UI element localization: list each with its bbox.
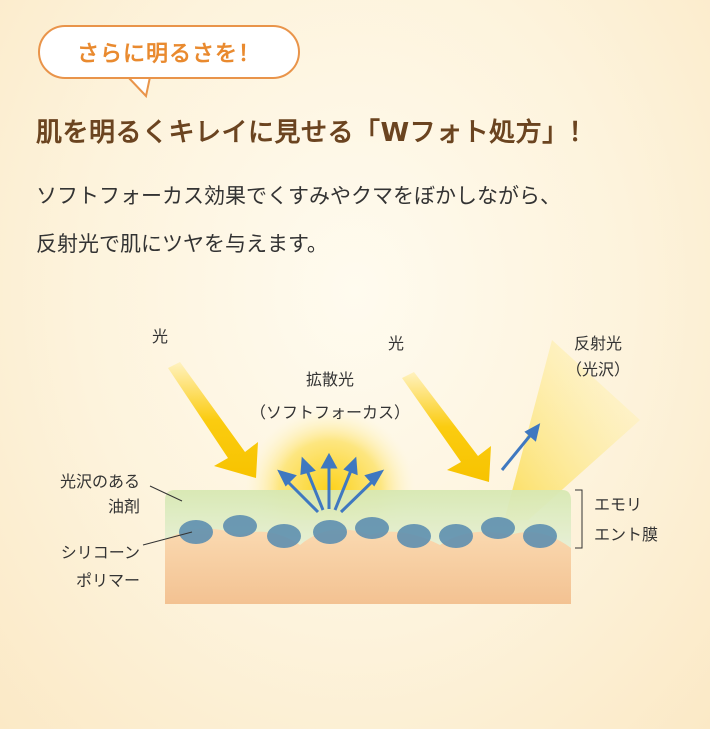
label-soft-focus: （ソフトフォーカス） (250, 403, 410, 422)
label-gloss: （光沢） (566, 360, 630, 379)
speech-bubble: さらに明るさを！ (38, 25, 300, 79)
label-reflect: 反射光 (574, 334, 622, 353)
label-oil-1: 光沢のある (60, 472, 140, 491)
label-silicone-2: ポリマー (76, 571, 140, 590)
silicone-polymer-particles (179, 515, 557, 548)
page-title: 肌を明るくキレイに見せる「Wフォト処方」！ (36, 118, 596, 148)
label-oil-2: 油剤 (108, 497, 140, 516)
leader-lines (142, 485, 583, 549)
label-light-right: 光 (388, 334, 404, 353)
label-film-1: エモリ (594, 495, 642, 514)
description-line-1: ソフトフォーカス効果でくすみやクマをぼかしながら、 (36, 184, 561, 208)
description-line-2: 反射光で肌にツヤを与えます。 (36, 232, 328, 256)
light-arrow-left-icon (168, 362, 258, 478)
description: ソフトフォーカス効果でくすみやクマをぼかしながら、 反射光で肌にツヤを与えます。 (36, 172, 561, 268)
scatter-arrows-icon (277, 423, 541, 514)
label-diffuse: 拡散光 (306, 370, 354, 389)
label-film-2: エント膜 (594, 525, 658, 544)
bubble-text: さらに明るさを！ (76, 42, 261, 67)
label-light-left: 光 (152, 327, 168, 346)
light-arrow-right-icon (402, 372, 491, 482)
label-silicone-1: シリコーン (61, 543, 140, 562)
